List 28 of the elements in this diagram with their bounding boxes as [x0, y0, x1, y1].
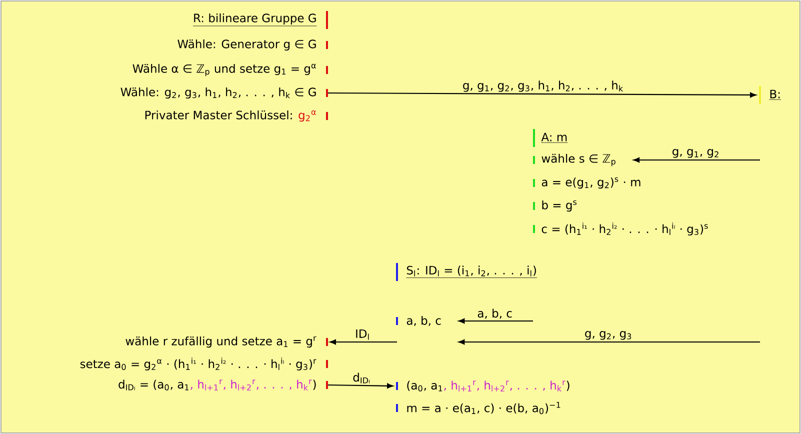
text-label: m = a · e(a$_{1}$, c) · e(b, a$_{0}$)$^{−1}$	[407, 402, 560, 414]
arrow	[330, 339, 397, 345]
edge-label: g, g$_{1}$, g$_{2}$, g$_{3}$, h$_{1}$, h$_{2}$, . . . , h$_{k}$	[461, 80, 625, 93]
edge-label: d$_{IDₗ}$	[352, 372, 372, 384]
text-label: Wähle: g$_{2}$, g$_{3}$, h$_{1}$, h$_{2}$, . . . , h$_{k}$ ∈ G	[120, 87, 316, 99]
text-label: B:	[769, 90, 782, 100]
arrow	[633, 157, 760, 163]
text-label: a, b, c	[406, 316, 441, 326]
text-label: wähle s ∈ ℤ$_{p}$	[542, 154, 616, 166]
arrow	[328, 383, 394, 388]
text-label: S$_{l}$: ID$_{l}$ = (i$_{1}$, i$_{2}$, . . . , i$_{l}$)	[406, 266, 538, 278]
text-label: d$_{IDₗ}$ = (a$_{0}$, a$_{1}$ , h$_{l+1}$$^{r}$, h$_{l+2}$$^{r}$, . . . , h$_{k}$r)	[118, 380, 316, 390]
text-label: Wähle α ∈ ℤ$_{p}$ und setze g$_{1}$ = g$^{α}$	[132, 64, 316, 76]
text-label: (a$_{0}$, a$_{1}$ , h$_{l+1}$$^{r}$, h$_{l+2}$$^{r}$, . . . , h$_{k}$r)	[407, 380, 570, 392]
edge-label: a, b, c	[476, 308, 514, 320]
text-label: Wähle: Generator g ∈ G	[178, 39, 316, 51]
arrow	[458, 339, 760, 345]
text-label: c = (h$_{1}$$^{i₁}$ · h$_{2}$$^{i₂}$ · . . . · h$_{l}$$^{iₗ}$ · g$_{3}$)$^{s}$	[542, 222, 708, 236]
text-label: R: bilineare Gruppe G	[192, 13, 317, 26]
text-label: wähle r zufällig und setze a$_{1}$ = g$^{r}$	[126, 336, 316, 348]
text-label: Privater Master Schlüssel: g$_{2}$α	[145, 110, 316, 122]
text-label: A: m	[541, 132, 568, 143]
arrow	[458, 318, 533, 324]
text-label: a = e(g$_{1}$, g$_{2}$)$^{s}$ · m	[542, 177, 640, 189]
arrow	[328, 92, 756, 98]
text-label: setze a$_{0}$ = g$_{2}$$^{α}$ · (h$_{1}$$^{i₁}$ · h$_{2}$$^{i₂}$ · . . . · h$_{l}$$^{iₗ}$ · g$_{3}$)$^{r}$	[80, 358, 316, 370]
text-label: b = g$^{s}$	[542, 200, 577, 212]
edge-label: ID$_{l}$	[354, 328, 371, 341]
